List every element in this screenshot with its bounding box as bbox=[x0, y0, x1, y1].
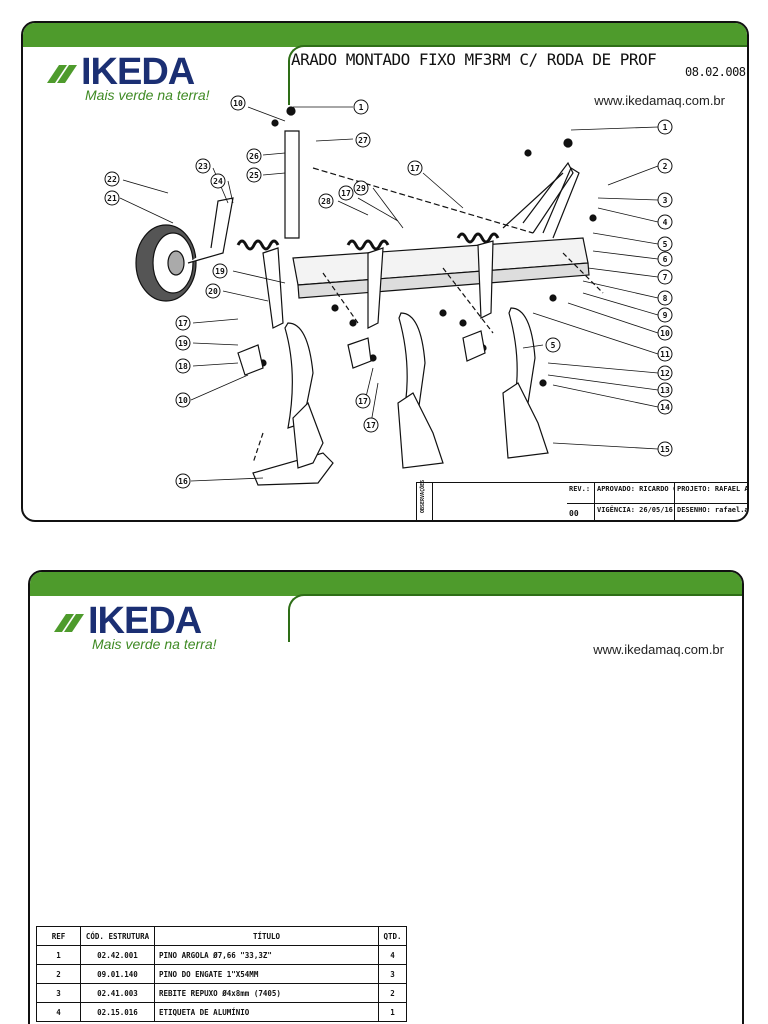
callout-label: 21 bbox=[107, 194, 117, 203]
drawn-by: DESENHO: rafael.alves bbox=[675, 504, 747, 520]
callout-label: 28 bbox=[321, 197, 331, 206]
header-code: CÓD. ESTRUTURA bbox=[80, 926, 155, 946]
callout-label: 14 bbox=[660, 403, 670, 412]
validity: VIGÊNCIA: 26/05/16 bbox=[595, 504, 675, 520]
leaf-icon bbox=[47, 65, 77, 83]
cell-title: REBITE REPUXO Ø4x8mm (7405) bbox=[154, 983, 379, 1003]
parts-table: REF CÓD. ESTRUTURA TÍTULO QTD. 1 02.42.0… bbox=[36, 926, 407, 1022]
brand-tagline: Mais verde na terra! bbox=[92, 636, 217, 652]
cell-qty: 2 bbox=[378, 983, 407, 1003]
callout-label: 4 bbox=[663, 218, 668, 227]
callout-label: 18 bbox=[178, 362, 188, 371]
drawing-sheet-2: IKEDA Mais verde na terra! www.ikedamaq.… bbox=[28, 570, 744, 1024]
brand-name: IKEDA bbox=[88, 600, 202, 642]
callout-label: 9 bbox=[663, 311, 668, 320]
drawing-date: 08.02.008 bbox=[685, 65, 746, 79]
header-title: TÍTULO bbox=[154, 926, 379, 946]
rev-label: REV.: bbox=[567, 483, 595, 504]
callout-label: 22 bbox=[107, 175, 117, 184]
callout-label: 17 bbox=[410, 164, 420, 173]
callout-label: 10 bbox=[233, 99, 243, 108]
callout-label: 19 bbox=[215, 267, 225, 276]
cell-qty: 4 bbox=[378, 945, 407, 965]
callout-label: 8 bbox=[663, 294, 668, 303]
callout-label: 27 bbox=[358, 136, 368, 145]
drawing-title: ARADO MONTADO FIXO MF3RM C/ RODA DE PROF bbox=[291, 50, 657, 69]
cell-code: 09.01.140 bbox=[80, 964, 155, 984]
callout-label: 11 bbox=[660, 350, 670, 359]
callout-label: 25 bbox=[249, 171, 259, 180]
callout-label: 12 bbox=[660, 369, 670, 378]
cell-qty: 1 bbox=[378, 1002, 407, 1022]
table-row: 3 02.41.003 REBITE REPUXO Ø4x8mm (7405) … bbox=[36, 983, 407, 1003]
callout-label: 17 bbox=[178, 319, 188, 328]
callout-label: 3 bbox=[663, 196, 668, 205]
website-url: www.ikedamaq.com.br bbox=[593, 642, 724, 657]
callout-label: 19 bbox=[178, 339, 188, 348]
title-block: OBSERVAÇÕES REV.: 00 APROVADO: RICARDO C… bbox=[416, 479, 747, 520]
cell-ref: 3 bbox=[36, 983, 81, 1003]
callout-label: 1 bbox=[663, 123, 668, 132]
brand-tagline: Mais verde na terra! bbox=[85, 87, 210, 103]
table-row: 1 02.42.001 PINO ARGOLA Ø7,66 "33,3Z" 4 bbox=[36, 945, 407, 965]
header-qty: QTD. bbox=[378, 926, 407, 946]
approved-by: APROVADO: RICARDO C. bbox=[595, 483, 675, 504]
callout-label: 15 bbox=[660, 445, 670, 454]
cell-qty: 3 bbox=[378, 964, 407, 984]
cell-ref: 2 bbox=[36, 964, 81, 984]
callout-label: 17 bbox=[341, 189, 351, 198]
callout-label: 26 bbox=[249, 152, 259, 161]
validity-date: 26/05/16 bbox=[639, 506, 673, 514]
drawing-sheet-1: IKEDA Mais verde na terra! ARADO MONTADO… bbox=[21, 21, 749, 522]
website-url: www.ikedamaq.com.br bbox=[594, 93, 725, 108]
cell-title: PINO DO ENGATE 1"X54MM bbox=[154, 964, 379, 984]
validity-label: VIGÊNCIA: bbox=[597, 506, 635, 514]
header-ref: REF bbox=[36, 926, 81, 946]
header-band bbox=[30, 572, 742, 596]
callout-label: 13 bbox=[660, 386, 670, 395]
callout-label: 29 bbox=[356, 184, 366, 193]
table-header-row: REF CÓD. ESTRUTURA TÍTULO QTD. bbox=[36, 926, 407, 946]
cell-title: ETIQUETA DE ALUMÍNIO bbox=[154, 1002, 379, 1022]
observations-column: OBSERVAÇÕES bbox=[417, 479, 433, 520]
brand-name: IKEDA bbox=[81, 51, 195, 93]
callout-label: 6 bbox=[663, 255, 668, 264]
callout-label: 1 bbox=[359, 103, 364, 112]
cell-code: 02.15.016 bbox=[80, 1002, 155, 1022]
callout-label: 23 bbox=[198, 162, 208, 171]
title-frame bbox=[288, 594, 742, 642]
callout-label: 17 bbox=[366, 421, 376, 430]
callout-label: 10 bbox=[660, 329, 670, 338]
cell-title: PINO ARGOLA Ø7,66 "33,3Z" bbox=[154, 945, 379, 965]
table-row: 4 02.15.016 ETIQUETA DE ALUMÍNIO 1 bbox=[36, 1002, 407, 1022]
table-row: 2 09.01.140 PINO DO ENGATE 1"X54MM 3 bbox=[36, 964, 407, 984]
cell-ref: 1 bbox=[36, 945, 81, 965]
leaf-icon bbox=[54, 614, 84, 632]
project-by: PROJETO: RAFAEL A. bbox=[675, 483, 747, 504]
callout-label: 10 bbox=[178, 396, 188, 405]
callout-label: 24 bbox=[213, 177, 223, 186]
cell-ref: 4 bbox=[36, 1002, 81, 1022]
callout-label: 2 bbox=[663, 162, 668, 171]
callout-label: 17 bbox=[358, 397, 368, 406]
callout-label: 16 bbox=[178, 477, 188, 486]
callout-label: 20 bbox=[208, 287, 218, 296]
header-band bbox=[23, 23, 747, 47]
cell-code: 02.42.001 bbox=[80, 945, 155, 965]
rev-value: 00 bbox=[567, 504, 595, 520]
observations-label: OBSERVAÇÕES bbox=[420, 479, 426, 513]
exploded-view-drawing: 10 1 27 26 25 1 2 3 4 5 6 7 8 9 10 11 12… bbox=[104, 95, 673, 489]
title-frame bbox=[288, 45, 747, 105]
callout-label: 5 bbox=[663, 240, 668, 249]
callout-label: 5 bbox=[551, 341, 556, 350]
cell-code: 02.41.003 bbox=[80, 983, 155, 1003]
callout-label: 7 bbox=[663, 273, 668, 282]
